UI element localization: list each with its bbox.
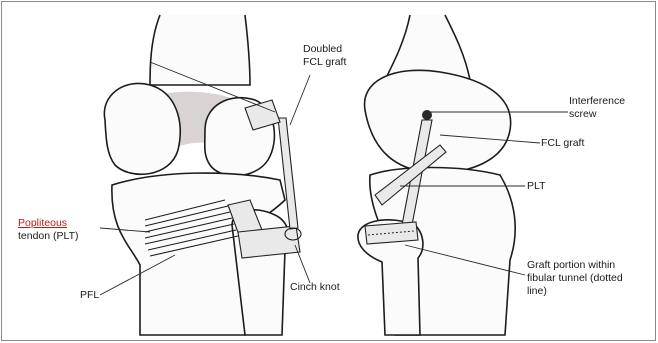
label-doubled-fcl-line2: FCL graft [303, 56, 346, 68]
left-medial-condyle [104, 83, 180, 174]
label-interference-line2: screw [569, 108, 597, 120]
right-knee-illustration [358, 15, 515, 335]
label-graft-portion-line1: Graft portion within [527, 259, 615, 271]
label-interference-line1: Interference [569, 95, 625, 107]
label-doubled-fcl-line1: Doubled [303, 43, 342, 55]
left-femur-shaft [150, 15, 250, 85]
label-popliteous-line1: Popliteous [18, 217, 67, 229]
graft-fibular-tunnel [365, 222, 418, 244]
doubled-fcl-graft [278, 118, 298, 229]
fibular-tunnel-block [238, 226, 300, 258]
label-popliteous-line2: tendon (PLT) [18, 230, 79, 242]
left-knee-illustration [104, 15, 301, 335]
label-graft-portion-line3: line) [527, 285, 547, 297]
label-pfl: PFL [80, 289, 99, 301]
label-fcl-graft: FCL graft [541, 137, 584, 149]
interference-screw-icon [422, 110, 432, 120]
label-plt: PLT [527, 180, 546, 192]
label-cinch-knot: Cinch knot [290, 281, 340, 293]
label-graft-portion-line2: fibular tunnel (dotted [527, 272, 623, 284]
